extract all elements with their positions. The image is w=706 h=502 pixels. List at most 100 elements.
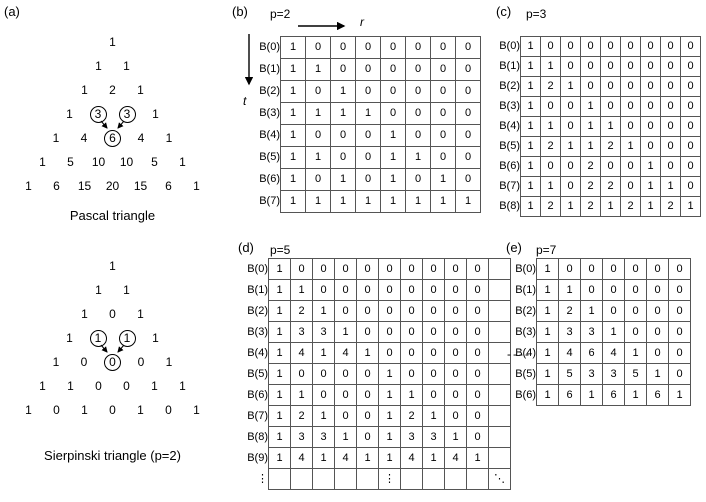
matrix-cell: 0 xyxy=(602,258,625,280)
matrix-cell: 2 xyxy=(540,76,561,97)
pascal-caption: Pascal triangle xyxy=(69,208,156,223)
row-label: B(5) xyxy=(499,140,520,152)
matrix-cell: 0 xyxy=(640,56,661,77)
matrix-cell: 0 xyxy=(356,321,379,343)
matrix-cell: 0 xyxy=(444,405,467,427)
matrix-cell: 0 xyxy=(624,321,647,343)
matrix-cell: 1 xyxy=(466,447,489,469)
row-label: ⋮ xyxy=(257,472,268,485)
matrix-cell: 0 xyxy=(560,116,581,137)
matrix-cell: 1 xyxy=(280,58,306,81)
matrix-cell: 1 xyxy=(444,426,467,448)
matrix-cell: 1 xyxy=(355,190,381,213)
matrix-cell: 0 xyxy=(624,258,647,280)
matrix-cell: 0 xyxy=(640,76,661,97)
triangle-number: 0 xyxy=(109,307,116,321)
matrix-cell: 0 xyxy=(430,124,456,147)
matrix-cell: 1 xyxy=(334,321,357,343)
row-label: B(5) xyxy=(515,367,536,380)
matrix-cell: 1 xyxy=(560,76,581,97)
triangle-number: 1 xyxy=(165,355,173,369)
matrix-cell: 2 xyxy=(580,196,601,217)
matrix-cell: 0 xyxy=(356,258,379,280)
matrix-cell: 0 xyxy=(400,321,423,343)
matrix-cell: 0 xyxy=(680,116,701,137)
matrix-cell: 1 xyxy=(312,342,335,364)
matrix-cell: 2 xyxy=(540,136,561,157)
matrix-cell: 0 xyxy=(646,342,669,364)
matrix-cell: 3 xyxy=(602,363,625,385)
matrix-cell: 0 xyxy=(560,176,581,197)
triangle-row: 1 xyxy=(0,254,225,278)
row-label: B(3) xyxy=(259,107,280,119)
matrix-cell: 1 xyxy=(280,36,306,59)
matrix-cell: 1 xyxy=(646,363,669,385)
matrix-cell: 1 xyxy=(536,258,559,280)
matrix-cell: 0 xyxy=(334,300,357,322)
matrix-cell: 0 xyxy=(355,36,381,59)
matrix-cell: 0 xyxy=(466,342,489,364)
matrix-cell: 2 xyxy=(558,300,581,322)
matrix-cell: 0 xyxy=(444,279,467,301)
matrix-cell: 1 xyxy=(290,279,313,301)
matrix-cell: 0 xyxy=(640,116,661,137)
matrix-cell: 0 xyxy=(422,342,445,364)
matrix-cell: 1 xyxy=(640,176,661,197)
matrix-cell xyxy=(444,468,467,490)
matrix-cell: 0 xyxy=(356,426,379,448)
circled-triangle-number: 6 xyxy=(104,129,121,147)
matrix-cell: 2 xyxy=(580,176,601,197)
matrix-cell: 6 xyxy=(580,342,603,364)
triangle-number: 1 xyxy=(151,379,158,393)
matrix-cell: 1 xyxy=(520,136,541,157)
matrix-cell: 4 xyxy=(290,342,313,364)
matrix-cell: 0 xyxy=(640,36,661,57)
matrix-cell: 0 xyxy=(405,168,431,191)
matrix-cell: 3 xyxy=(290,426,313,448)
matrix-cell: 1 xyxy=(268,321,291,343)
matrix-cell: 3 xyxy=(580,363,603,385)
matrix-cell: 0 xyxy=(466,405,489,427)
matrix-cell: 0 xyxy=(680,176,701,197)
matrix-cell: 0 xyxy=(455,80,481,103)
matrix-cell: 1 xyxy=(312,447,335,469)
triangle-number: 1 xyxy=(39,155,46,169)
matrix-cell: 0 xyxy=(620,76,641,97)
row-label: B(2) xyxy=(259,85,280,97)
matrix-cell: 1 xyxy=(280,124,306,147)
triangle-number: 0 xyxy=(109,403,116,417)
matrix-cell: 0 xyxy=(660,116,681,137)
matrix-cell: 0 xyxy=(646,258,669,280)
row-label: B(1) xyxy=(247,283,268,296)
matrix-cell: 1 xyxy=(602,321,625,343)
matrix-cell: 0 xyxy=(600,76,621,97)
panel-c-p-label: p=3 xyxy=(526,7,547,21)
triangle-number: 10 xyxy=(119,155,134,169)
matrix-cell: 1 xyxy=(312,300,335,322)
matrix-cell: 0 xyxy=(558,258,581,280)
matrix-cell: 0 xyxy=(466,258,489,280)
matrix-cell: 0 xyxy=(312,258,335,280)
matrix-cell: 0 xyxy=(640,136,661,157)
matrix-cell: 1 xyxy=(536,279,559,301)
matrix-cell: 1 xyxy=(268,363,291,385)
matrix-cell: 1 xyxy=(280,80,306,103)
matrix-cell: 1 xyxy=(305,58,331,81)
matrix-cell: 1 xyxy=(268,258,291,280)
triangle-number: 1 xyxy=(137,403,144,417)
matrix-cell: 0 xyxy=(455,146,481,169)
matrix-cell: 0 xyxy=(660,76,681,97)
